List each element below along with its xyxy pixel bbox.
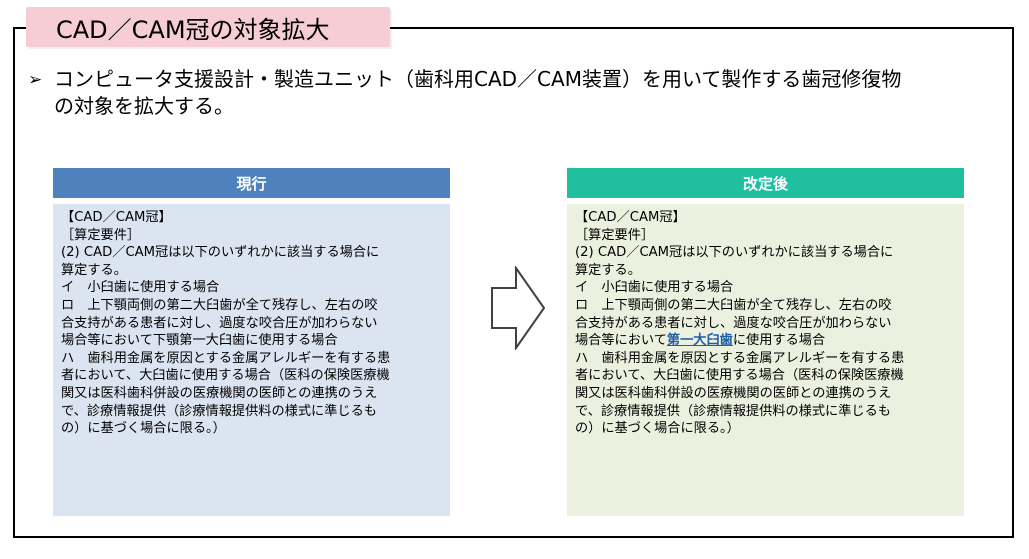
revised-body: 【CAD／CAM冠】 ［算定要件］ (2) CAD／CAM冠は以下のいずれかに該… [567,204,964,516]
current-line: 算定する。 [61,262,127,278]
slide-title: CAD／CAM冠の対象拡大 [26,7,390,47]
current-line: 関又は医科歯科併設の医療機関の医師との連携のうえ [61,385,378,401]
bullet-arrow-icon: ➢ [28,70,43,90]
revised-line: 関又は医科歯科併設の医療機関の医師との連携のうえ [575,385,892,401]
current-header: 現行 [53,168,450,198]
current-line: 者において、大臼歯に使用する場合（医科の保険医療機 [61,368,390,384]
revised-header: 改定後 [567,168,964,198]
current-line: イ 小臼歯に使用する場合 [61,280,220,296]
revised-line: ハ 歯科用金属を原因とする金属アレルギーを有する患 [575,350,905,366]
current-line: の）に基づく場合に限る。） [61,421,226,437]
current-line: ロ 上下顎両側の第二大臼歯が全て残存し、左右の咬 [61,297,378,313]
revised-line: ロ 上下顎両側の第二大臼歯が全て残存し、左右の咬 [575,297,892,313]
revised-panel: 改定後 【CAD／CAM冠】 ［算定要件］ (2) CAD／CAM冠は以下のいず… [567,168,964,516]
summary-bullet: ➢ コンピュータ支援設計・製造ユニット（歯科用CAD／CAM装置）を用いて製作す… [28,66,1008,120]
current-line: ハ 歯科用金属を原因とする金属アレルギーを有する患 [61,350,391,366]
current-line: (2) CAD／CAM冠は以下のいずれかに該当する場合に [61,245,380,261]
revised-line: イ 小臼歯に使用する場合 [575,280,734,296]
content-frame [13,27,1014,538]
current-panel: 現行 【CAD／CAM冠】 ［算定要件］ (2) CAD／CAM冠は以下のいずれ… [53,168,450,516]
revised-header-label: 改定後 [742,174,788,193]
revised-line: 者において、大臼歯に使用する場合（医科の保険医療機 [575,368,904,384]
revised-line: の）に基づく場合に限る。） [575,421,740,437]
revised-line: ［算定要件］ [575,227,655,243]
current-line: 【CAD／CAM冠】 [61,210,172,225]
right-arrow-icon [491,266,546,350]
current-line: 合支持がある患者に対し、過度な咬合圧が加わらない [61,315,378,331]
revised-line: 合支持がある患者に対し、過度な咬合圧が加わらない [575,315,892,331]
current-line: で、診療情報提供（診療情報提供料の様式に準じるも [61,403,377,419]
revised-highlight-term: 第一大臼歯 [666,333,733,349]
current-body: 【CAD／CAM冠】 ［算定要件］ (2) CAD／CAM冠は以下のいずれかに該… [53,204,450,516]
revised-line: 算定する。 [575,262,641,278]
current-line: 場合等において下顎第一大臼歯に使用する場合 [61,333,338,349]
revised-line: で、診療情報提供（診療情報提供料の様式に準じるも [575,403,891,419]
revised-hl-post: に使用する場合 [732,333,826,349]
summary-line-2: の対象を拡大する。 [54,94,234,118]
revised-hl-pre: 場合等において [575,333,667,349]
summary-text: コンピュータ支援設計・製造ユニット（歯科用CAD／CAM装置）を用いて製作する歯… [54,66,1008,120]
current-header-label: 現行 [236,174,267,193]
summary-line-1: コンピュータ支援設計・製造ユニット（歯科用CAD／CAM装置）を用いて製作する歯… [54,67,902,91]
revised-highlight-line: 場合等において第一大臼歯に使用する場合 [575,332,956,350]
current-line: ［算定要件］ [61,227,141,243]
revised-line: (2) CAD／CAM冠は以下のいずれかに該当する場合に [575,245,894,261]
slide-title-text: CAD／CAM冠の対象拡大 [56,15,330,44]
revised-line: 【CAD／CAM冠】 [575,210,686,225]
